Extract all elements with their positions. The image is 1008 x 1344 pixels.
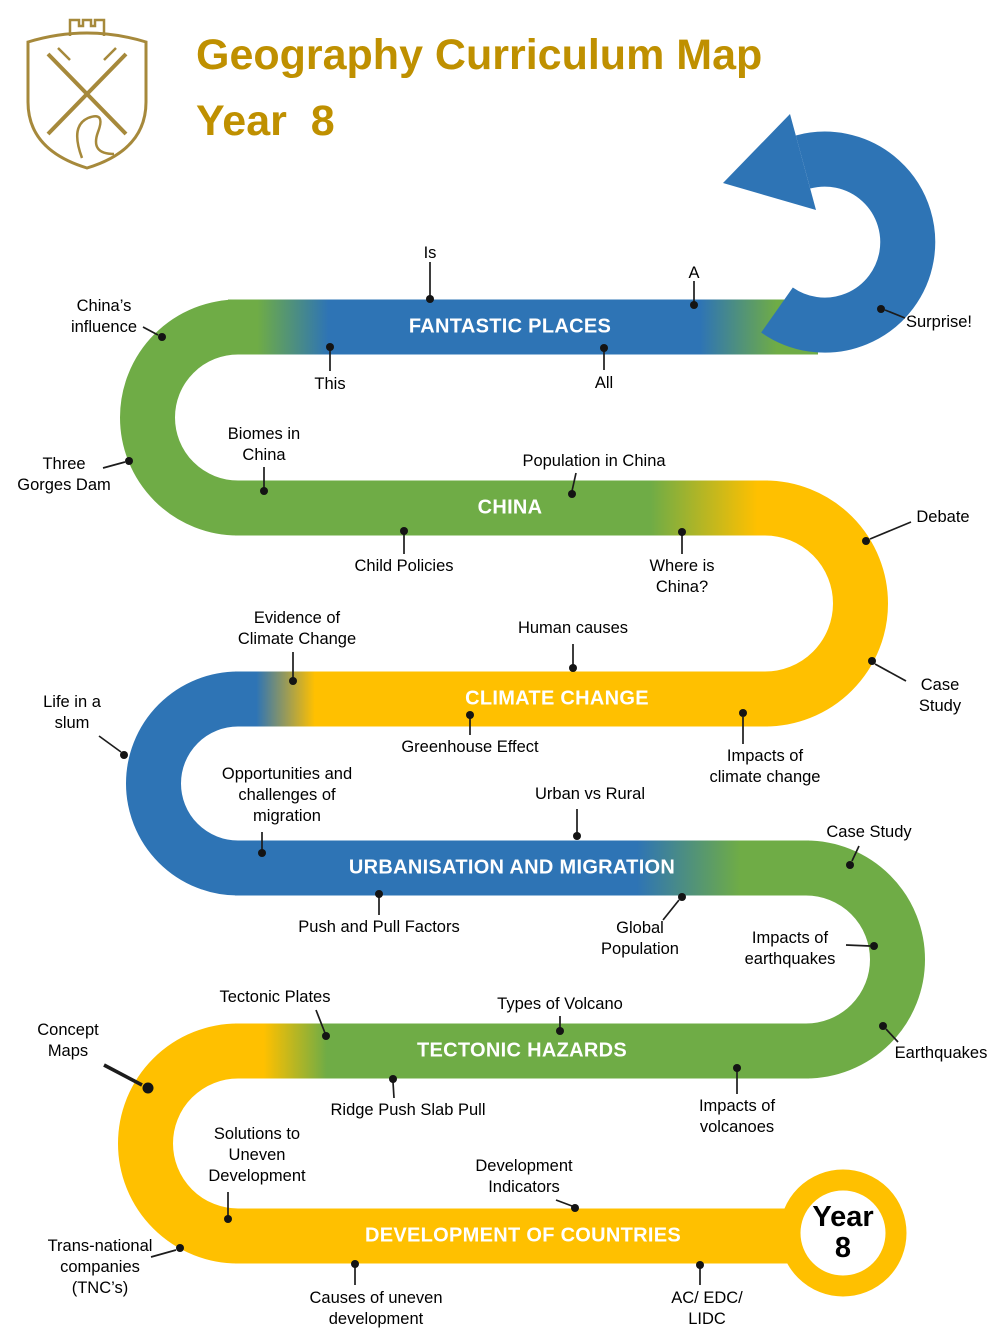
year-8-badge-ring (779, 1169, 907, 1297)
start-arrow-curve (761, 131, 936, 353)
callout-ac-edc-lidc: AC/ EDC/ LIDC (671, 1289, 743, 1328)
callout-is: Is (423, 244, 437, 262)
pointer-human-causes (569, 644, 577, 672)
badge-line1: Year (812, 1201, 874, 1233)
pointer-causes-uneven-development (351, 1260, 359, 1285)
callout-chinas-influence: China’s influence (70, 297, 138, 336)
callout-greenhouse-effect: Greenhouse Effect (401, 738, 539, 756)
page-title-line2: Year 8 (196, 97, 335, 145)
pointer-concept-maps (103, 1063, 154, 1094)
pointer-biomes-in-china (260, 467, 268, 495)
callout-development-indicators: Development Indicators (475, 1157, 573, 1196)
pointer-ac-edc-lidc (696, 1261, 704, 1285)
uturn-left-2 (126, 671, 240, 896)
pointer-population-in-china (568, 472, 577, 498)
uturn-left-3 (118, 1023, 239, 1264)
pointer-surprise (877, 305, 906, 319)
band-title-urbanisation: URBANISATION AND MIGRATION (348, 856, 676, 879)
pointer-is (426, 262, 434, 303)
band-title-development: DEVELOPMENT OF COUNTRIES (364, 1224, 682, 1247)
callout-ridge-push-slab-pull: Ridge Push Slab Pull (330, 1101, 486, 1119)
callout-case-study-climate: Case Study (918, 676, 962, 715)
pointer-tnc (150, 1244, 184, 1258)
pointer-chinas-influence (142, 326, 166, 341)
uturn-left-1 (120, 299, 239, 536)
callout-push-pull-factors: Push and Pull Factors (298, 918, 460, 936)
pointer-three-gorges-dam (102, 457, 133, 469)
callout-pointers (98, 262, 912, 1285)
callout-tnc: Trans-national companies (TNC’s) (47, 1237, 153, 1297)
badge-line2: 8 (834, 1232, 852, 1264)
callout-tectonic-plates: Tectonic Plates (219, 988, 331, 1006)
start-arrowhead-icon (723, 114, 816, 210)
callout-types-of-volcano: Types of Volcano (497, 995, 623, 1013)
callout-this: This (314, 375, 346, 393)
pointer-case-study-climate (868, 657, 907, 682)
pointer-push-pull-factors (375, 890, 383, 915)
callout-case-study-urbanisation: Case Study (826, 823, 912, 841)
callout-global-population: Global Population (601, 919, 679, 958)
callout-solutions-uneven-development: Solutions to Uneven Development (208, 1125, 306, 1185)
callout-life-in-a-slum: Life in a slum (43, 693, 101, 732)
pointer-greenhouse-effect (466, 711, 474, 735)
pointer-opportunities-migration (258, 832, 266, 857)
pointer-development-indicators (555, 1199, 579, 1212)
pointer-impacts-volcanoes (733, 1064, 741, 1094)
callout-earthquakes: Earthquakes (894, 1044, 988, 1062)
pointer-urban-vs-rural (573, 809, 581, 840)
callout-all: All (594, 374, 614, 392)
page-title-line1: Geography Curriculum Map (196, 31, 763, 79)
callout-urban-vs-rural: Urban vs Rural (534, 785, 646, 803)
callout-surprise: Surprise! (905, 313, 973, 331)
callout-three-gorges-dam: Three Gorges Dam (17, 455, 111, 494)
callout-concept-maps: Concept Maps (37, 1021, 99, 1060)
pointer-evidence-climate-change (289, 652, 297, 685)
band-title-china: CHINA (477, 496, 543, 519)
pointer-tectonic-plates (315, 1009, 330, 1040)
callout-biomes-in-china: Biomes in China (227, 425, 301, 464)
callout-debate: Debate (916, 508, 970, 526)
pointer-debate (862, 521, 912, 545)
band-title-climate-change: CLIMATE CHANGE (465, 687, 649, 710)
pointer-earthquakes (879, 1022, 899, 1043)
pointer-where-is-china (678, 528, 686, 554)
callout-child-policies: Child Policies (354, 557, 454, 575)
callout-where-is-china: Where is China? (649, 557, 715, 596)
uturn-right-1 (764, 480, 888, 727)
callout-a: A (688, 264, 700, 282)
pointer-child-policies (400, 527, 408, 554)
callout-causes-uneven-development: Causes of uneven development (309, 1289, 443, 1328)
pointer-this (326, 343, 334, 371)
pointer-case-study-urbanisation (846, 845, 860, 869)
pointer-ridge-push-slab-pull (389, 1075, 397, 1099)
callout-evidence-climate-change: Evidence of Climate Change (237, 609, 357, 648)
pointer-impacts-earthquakes (845, 942, 878, 950)
pointer-global-population (662, 893, 686, 921)
band-title-fantastic-places: FANTASTIC PLACES (408, 315, 612, 338)
pointer-a (690, 281, 698, 309)
callout-impacts-volcanoes: Impacts of volcanoes (698, 1097, 776, 1136)
pointer-impacts-climate-change (739, 709, 747, 744)
pointer-types-of-volcano (556, 1016, 564, 1035)
year-8-badge: Year 8 (812, 1202, 873, 1264)
school-crest-logo (26, 18, 148, 170)
callout-human-causes: Human causes (517, 619, 629, 637)
pointer-life-in-a-slum (98, 735, 128, 759)
band-title-tectonic-hazards: TECTONIC HAZARDS (417, 1039, 627, 1062)
pointer-all (600, 344, 608, 370)
callout-impacts-climate-change: Impacts of climate change (709, 747, 821, 786)
callout-population-in-china: Population in China (522, 452, 666, 470)
uturn-right-2 (805, 840, 925, 1079)
callout-opportunities-migration: Opportunities and challenges of migratio… (221, 765, 353, 825)
callout-impacts-earthquakes: Impacts of earthquakes (744, 929, 836, 968)
pointer-solutions-uneven-development (224, 1192, 232, 1223)
